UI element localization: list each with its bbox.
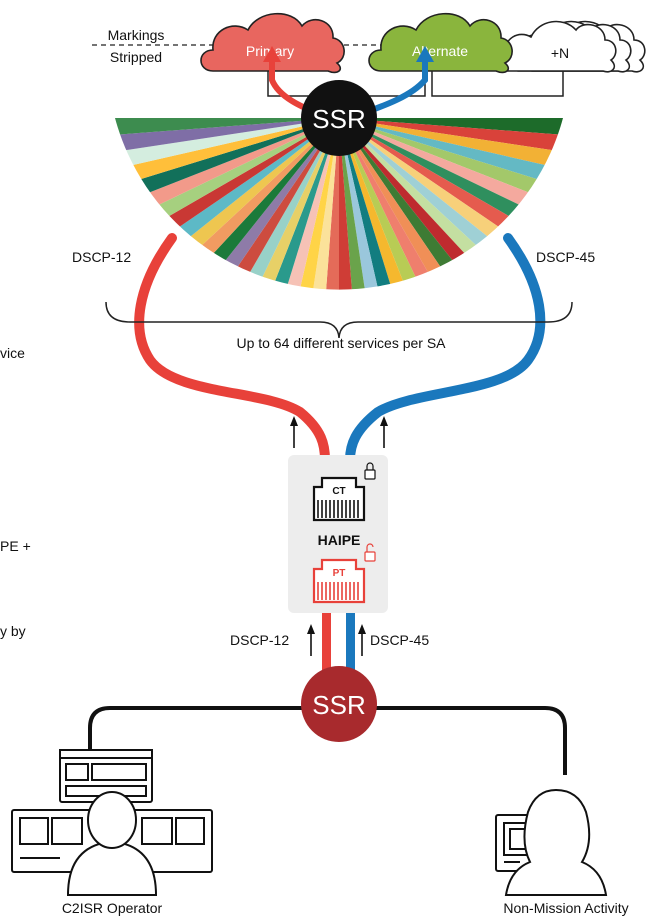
- fan-wedge: [117, 118, 339, 203]
- cloud-connector-right: [431, 71, 564, 97]
- plus-n-cloud: [495, 20, 646, 73]
- upward-arrows: [290, 416, 388, 448]
- fan-wedge: [138, 118, 339, 249]
- fan-wedge: [339, 118, 531, 263]
- blue-lower-line: [346, 613, 355, 673]
- ssr-bottom-label: SSR: [312, 690, 365, 720]
- primary-cloud: [200, 12, 345, 74]
- fan-wedge: [194, 118, 339, 290]
- fan-wedge: [339, 118, 374, 290]
- lower-up-arrows: [307, 624, 366, 656]
- fan-wedge: [339, 118, 561, 203]
- ct-label: CT: [332, 486, 345, 497]
- fan-wedge: [339, 118, 563, 187]
- haipe-label: HAIPE: [318, 532, 361, 548]
- ct-connector-icon: [312, 476, 366, 522]
- fan-wedge: [115, 118, 339, 187]
- ssr-top-label: SSR: [312, 104, 365, 134]
- red-flow-arc: [134, 233, 330, 465]
- fan-wedge: [115, 118, 339, 170]
- ct-lock-icon: [364, 462, 376, 480]
- alternate-cloud: [368, 12, 513, 74]
- fan-wedge: [339, 118, 521, 276]
- fan-wedge: [339, 118, 555, 219]
- fan-wedge: [123, 118, 339, 219]
- fan-wedge: [339, 118, 563, 153]
- c2isr-operator-icon: [11, 749, 213, 896]
- left-text-fragment-3: y by: [0, 623, 26, 639]
- stripped-label: Stripped: [110, 49, 162, 65]
- blue-flow-arc: [345, 233, 546, 465]
- fan-wedge: [339, 118, 497, 290]
- red-lower-line: [322, 613, 331, 673]
- pt-unlock-icon: [364, 543, 376, 562]
- fan-wedge: [339, 118, 540, 249]
- services-label: Up to 64 different services per SA: [236, 335, 446, 351]
- services-fan: [115, 118, 563, 290]
- fan-wedge: [304, 118, 339, 290]
- fan-wedge: [339, 118, 549, 234]
- fan-wedge: [147, 118, 339, 263]
- non-mission-activity-icon: [495, 788, 608, 896]
- pt-label: PT: [333, 568, 346, 579]
- fan-wedge: [339, 118, 391, 290]
- left-text-fragment-1: vice: [0, 345, 25, 361]
- fan-wedge: [157, 118, 339, 276]
- markings-label: Markings: [108, 27, 165, 43]
- alternate-arrowhead: [416, 46, 434, 62]
- fan-wedge: [339, 118, 357, 290]
- services-brace: [105, 301, 573, 339]
- dscp-left-top-label: DSCP-12: [72, 249, 131, 265]
- fan-wedge: [115, 118, 339, 136]
- left-text-fragment-2: PE +: [0, 538, 31, 554]
- fan-wedge: [181, 118, 339, 290]
- fan-wedge: [129, 118, 339, 234]
- fan-wedge: [287, 118, 339, 290]
- fan-wedge: [339, 118, 563, 136]
- fan-wedge: [321, 118, 339, 290]
- dscp-right-bottom-label: DSCP-45: [370, 632, 429, 648]
- fan-wedge: [339, 118, 484, 290]
- dscp-left-bottom-label: DSCP-12: [230, 632, 289, 648]
- fan-wedge: [339, 118, 563, 170]
- fan-wedge: [115, 118, 339, 153]
- dscp-right-top-label: DSCP-45: [536, 249, 595, 265]
- fan-wedge: [339, 118, 510, 289]
- non-mission-activity-label: Non-Mission Activity: [503, 900, 628, 916]
- c2isr-operator-label: C2ISR Operator: [62, 900, 163, 916]
- plus-n-label: +N: [551, 45, 569, 61]
- fan-wedge: [168, 118, 339, 289]
- pt-connector-icon: [312, 558, 366, 604]
- primary-arrowhead: [263, 46, 281, 62]
- ssr-top-circle: [301, 80, 377, 156]
- ssr-bottom-circle: [301, 666, 377, 742]
